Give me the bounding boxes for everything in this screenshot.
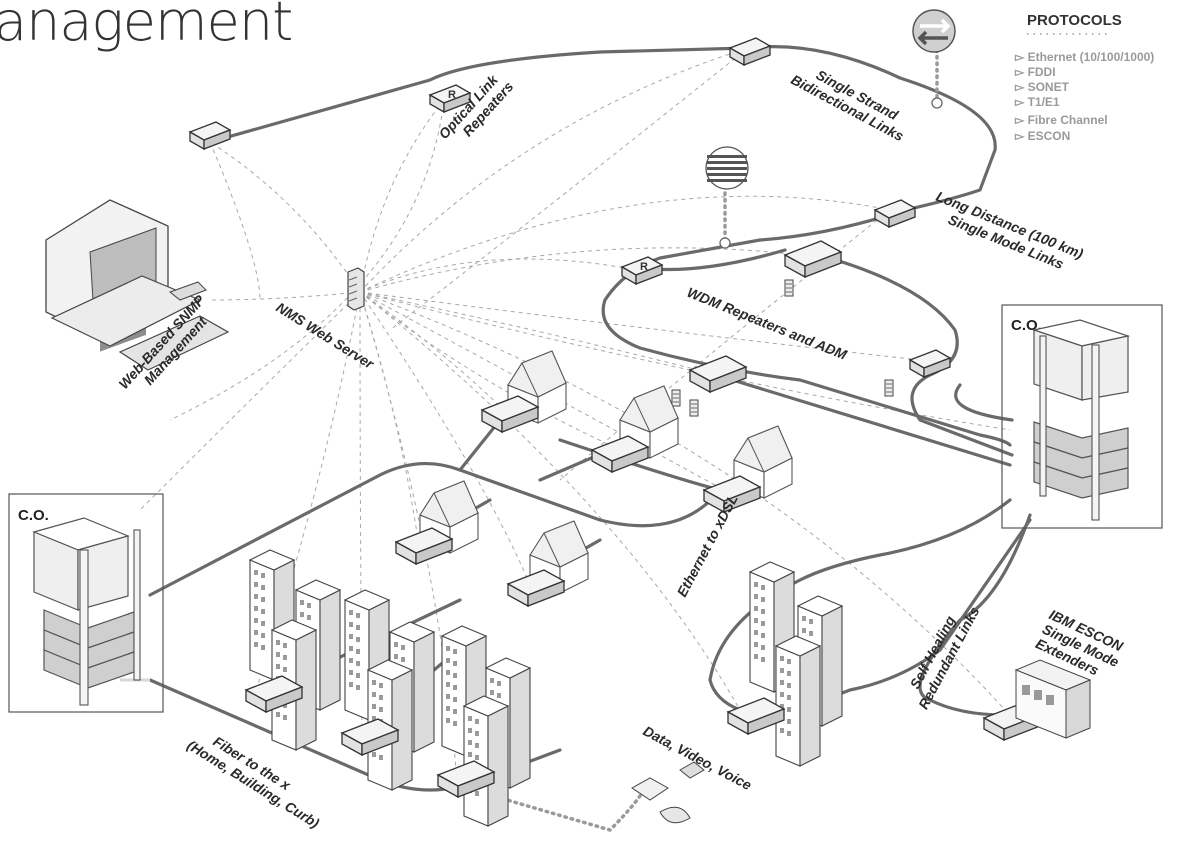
wdm-wavelength-icon (705, 146, 749, 190)
fiber-links (120, 45, 1032, 792)
wdm-repeater: R (621, 256, 663, 285)
protocol-item: ▻ SONET (1014, 80, 1070, 94)
protocol-item: ▻ ESCON (1014, 129, 1070, 143)
nms-server-icon (347, 267, 365, 311)
access-link-dotted (488, 778, 652, 832)
switch-top-ring (729, 37, 771, 66)
snmp-workstation-icon (45, 199, 230, 371)
data-video-voice-icon (631, 761, 705, 824)
label-self-healing: Self Healing Redundant Links (907, 604, 983, 712)
protocol-item: ▻ T1/E1 (1014, 95, 1060, 109)
svg-text:(Home, Building, Curb): (Home, Building, Curb) (184, 737, 322, 832)
label-single-strand: Single Strand Bidirectional Links (788, 67, 906, 145)
svg-text:Ethernet to xDSL: Ethernet to xDSL (674, 492, 741, 600)
protocols-heading: PROTOCOLS (1027, 12, 1122, 29)
label-ethernet-xdsl: Ethernet to xDSL (674, 492, 741, 600)
repeater-badge: R (640, 261, 648, 273)
central-office-right: C.O. (1001, 304, 1163, 529)
wdm-adm-switch-2 (671, 355, 747, 417)
management-links (139, 47, 1011, 771)
building-cluster-4 (749, 561, 843, 767)
escon-mainframe-icon (1014, 659, 1092, 739)
label-long-distance: Long Distance (100 km) Single Mode Links (934, 188, 1086, 272)
building-cluster-1 (249, 549, 341, 751)
protocols-legend: PROTOCOLS ▻ Ethernet (10/100/1000) ▻ FDD… (1014, 12, 1154, 143)
switch-top-left (189, 121, 231, 150)
wdm-adm-switch-1 (784, 240, 842, 297)
switch-long-distance (874, 199, 916, 228)
protocol-item: ▻ Ethernet (10/100/1000) (1014, 50, 1154, 64)
protocol-item: ▻ Fibre Channel (1014, 113, 1108, 127)
svg-text:WDM Repeaters and ADM: WDM Repeaters and ADM (685, 284, 849, 363)
central-office-left: C.O. (8, 493, 164, 713)
optical-repeater: R (429, 84, 471, 113)
protocol-item: ▻ FDDI (1014, 65, 1056, 79)
label-wdm: WDM Repeaters and ADM (685, 284, 849, 363)
repeater-badge: R (448, 89, 456, 101)
page-title: anagement (0, 0, 292, 53)
co-label: C.O. (18, 507, 49, 524)
swap-arrows-icon (912, 9, 956, 53)
